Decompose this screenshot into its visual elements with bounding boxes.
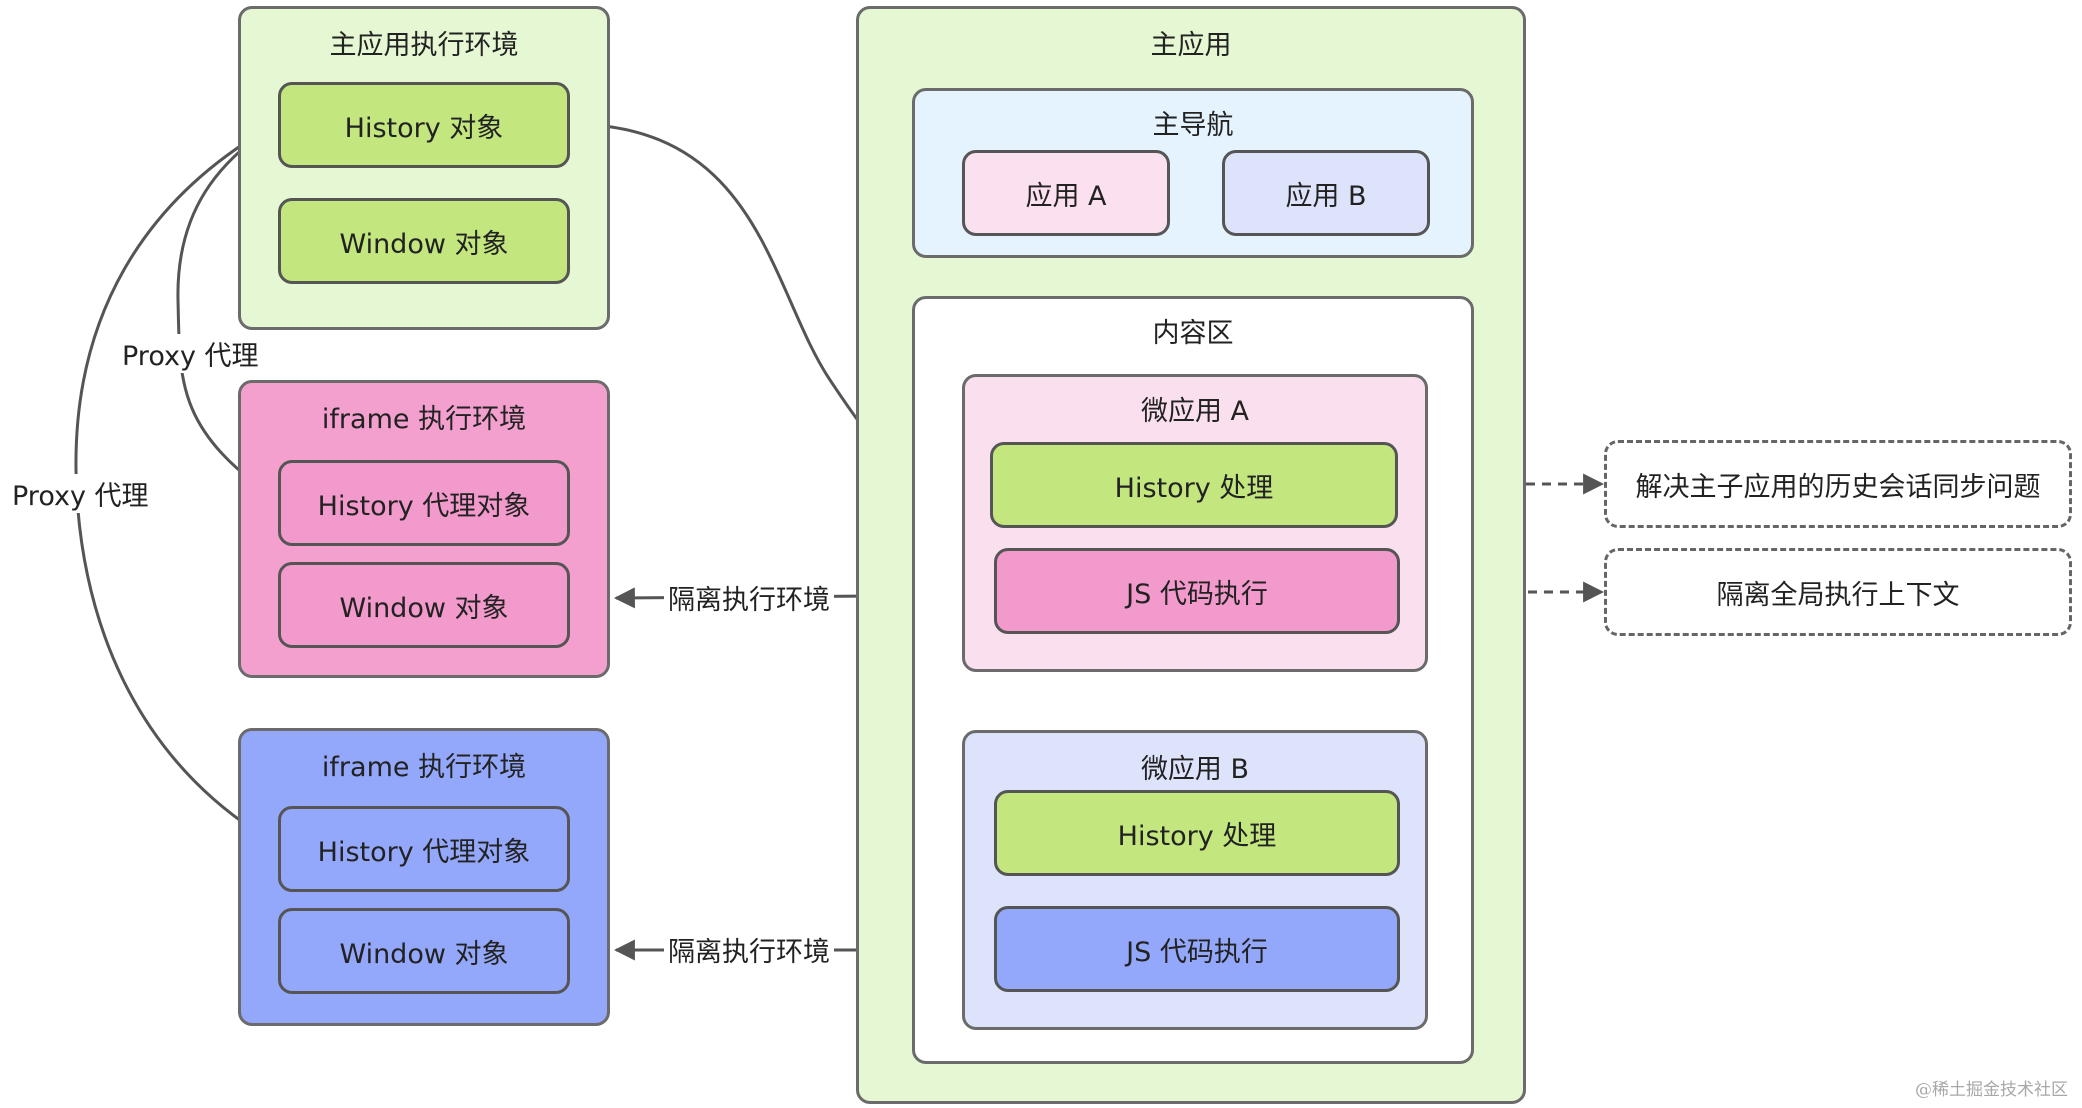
note-history-sync: 解决主子应用的历史会话同步问题	[1604, 440, 2072, 528]
micro-b-history-handler: History 处理	[994, 790, 1400, 876]
main-nav-title: 主导航	[1152, 110, 1234, 141]
micro-a-js-exec: JS 代码执行	[994, 548, 1400, 634]
iframe-b-title: iframe 执行环境	[321, 752, 527, 783]
proxy-label-inner: Proxy 代理	[118, 334, 263, 373]
isolate-label-b: 隔离执行环境	[664, 930, 834, 969]
micro-app-a-title: 微应用 A	[1140, 396, 1250, 427]
isolate-label-a: 隔离执行环境	[664, 578, 834, 617]
nav-app-b[interactable]: 应用 B	[1222, 150, 1430, 236]
micro-b-js-exec: JS 代码执行	[994, 906, 1400, 992]
iframe-b-history-proxy: History 代理对象	[278, 806, 570, 892]
iframe-a-history-proxy: History 代理对象	[278, 460, 570, 546]
main-app-title: 主应用	[1150, 30, 1232, 61]
watermark: @稀土掘金技术社区	[1915, 1080, 2068, 1100]
iframe-a-window-object: Window 对象	[278, 562, 570, 648]
main-history-object: History 对象	[278, 82, 570, 168]
iframe-a-title: iframe 执行环境	[321, 404, 527, 435]
nav-app-a[interactable]: 应用 A	[962, 150, 1170, 236]
proxy-edge-outer	[74, 122, 279, 847]
content-area-title: 内容区	[1152, 318, 1234, 349]
micro-a-history-handler: History 处理	[990, 442, 1398, 528]
main-exec-env-title: 主应用执行环境	[329, 30, 519, 61]
main-window-object: Window 对象	[278, 198, 570, 284]
iframe-b-window-object: Window 对象	[278, 908, 570, 994]
note-isolate-context: 隔离全局执行上下文	[1604, 548, 2072, 636]
micro-app-b-title: 微应用 B	[1140, 754, 1250, 785]
proxy-edge-inner	[176, 122, 279, 502]
proxy-label-outer: Proxy 代理	[8, 474, 153, 513]
